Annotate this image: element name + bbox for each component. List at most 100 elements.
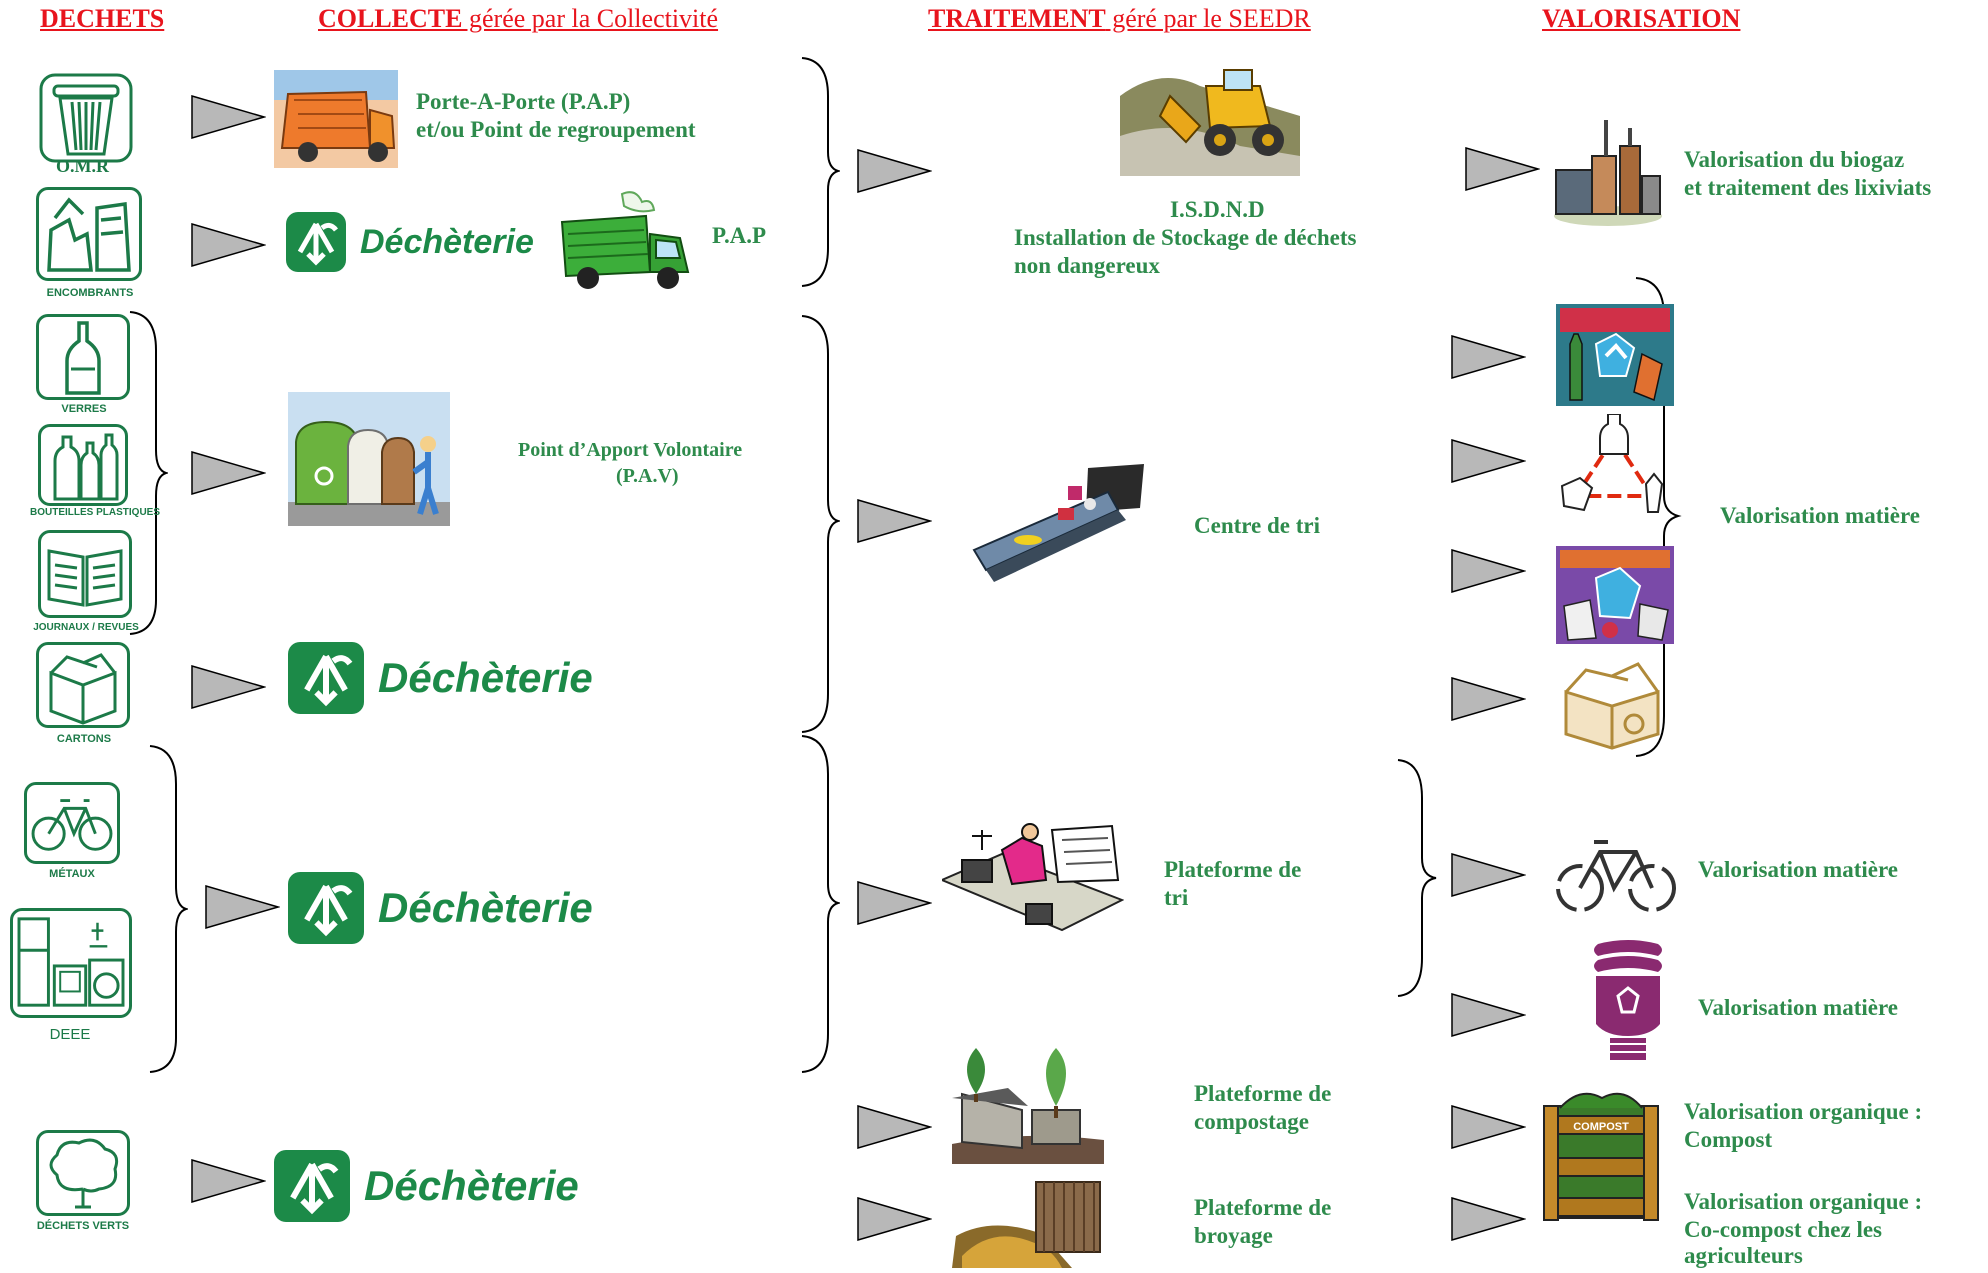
decheterie-logo-4: Déchèterie <box>274 1150 579 1222</box>
plateforme-tri-line2: tri <box>1164 885 1189 910</box>
arrow-metaux-deee <box>205 885 280 929</box>
bicycle-recycling-picture <box>1554 832 1678 916</box>
paper-recycling-picture <box>1556 546 1674 644</box>
biogaz-line1: Valorisation du biogaz <box>1684 147 1905 172</box>
bulky-waste-icon <box>36 187 142 281</box>
garbage-truck-picture <box>274 70 398 168</box>
pav-containers-picture <box>288 392 450 526</box>
sorting-platform-picture <box>939 820 1125 942</box>
isdnd-line2: non dangereux <box>1014 253 1160 278</box>
header-collecte-title: COLLECTE <box>318 4 463 33</box>
pap-label-line2: et/ou Point de regroupement <box>416 117 696 142</box>
shredding-platform-picture <box>952 1176 1104 1268</box>
arrow-dechets-verts <box>191 1159 266 1203</box>
journaux-label: JOURNAUX / REVUES <box>33 622 139 633</box>
biogas-plant-picture <box>1552 116 1664 228</box>
isdnd-line1: Installation de Stockage de déchets <box>1014 225 1357 250</box>
pap-label-line1: Porte-A-Porte (P.A.P) <box>416 89 631 114</box>
bouteilles-label: BOUTEILLES PLASTIQUES <box>30 507 161 518</box>
organique-line1-cocompost: Valorisation organique : <box>1684 1189 1923 1214</box>
newspaper-icon <box>38 530 132 618</box>
arrow-cartons <box>191 665 266 709</box>
arrow-verre-recyclage <box>1451 335 1526 379</box>
arrow-deee-recyclage <box>1451 993 1526 1037</box>
plateforme-tri-line1: Plateforme de <box>1164 857 1302 882</box>
isdnd-title: I.S.D.N.D <box>1170 197 1265 222</box>
compost-sign-text: COMPOST <box>1573 1121 1629 1133</box>
electronics-icon <box>10 908 132 1018</box>
arrow-centre-tri <box>857 499 932 543</box>
decheterie-text: Déchèterie <box>360 222 534 261</box>
decheterie-logo-1: Déchèterie <box>286 212 534 272</box>
omr-label: O.M.R <box>56 156 109 176</box>
pap-short-label: P.A.P <box>712 223 767 248</box>
compost-platform-picture <box>952 1048 1104 1164</box>
arrow-cocompost <box>1451 1197 1526 1241</box>
arrow-plastique-recyclage <box>1451 439 1526 483</box>
plastic-recycling-picture <box>1556 413 1674 516</box>
cardboard-box-icon <box>36 642 130 728</box>
valorisation-matiere-3: Valorisation matière <box>1698 995 1898 1020</box>
header-collecte: COLLECTE gérée par la Collectivité <box>318 4 718 34</box>
pav-label-line2: (P.A.V) <box>616 465 679 487</box>
decheterie-emblem <box>288 872 364 944</box>
broyage-line1: Plateforme de <box>1194 1195 1332 1220</box>
verres-label: VERRES <box>61 403 107 415</box>
organique-line1: Valorisation organique : <box>1684 1099 1923 1124</box>
glass-bottle-icon <box>36 314 130 400</box>
decheterie-emblem <box>286 212 346 272</box>
arrow-carton-recyclage <box>1451 677 1526 721</box>
brace-plateforme-tri-right <box>1397 759 1437 997</box>
cocompost-line2: agriculteurs <box>1684 1243 1803 1268</box>
pav-label-line1: Point d’Apport Volontaire <box>518 439 743 461</box>
valorisation-matiere-2: Valorisation matière <box>1698 857 1898 882</box>
compostage-line2: compostage <box>1194 1109 1309 1134</box>
brace-metaux-left <box>149 745 188 1073</box>
arrow-metal-recyclage <box>1451 853 1526 897</box>
brace-valorisation-matiere <box>1635 277 1682 757</box>
arrow-plateforme-tri <box>857 881 932 925</box>
arrow-omr <box>191 95 266 139</box>
decheterie-emblem <box>288 642 364 714</box>
biogaz-line2: et traitement des lixiviats <box>1684 175 1932 200</box>
compostage-line1: Plateforme de <box>1194 1081 1332 1106</box>
arrow-encombrants <box>191 223 266 267</box>
decheterie-text: Déchèterie <box>378 884 593 931</box>
decheterie-text: Déchèterie <box>364 1162 579 1209</box>
compost-bin-picture: COMPOST <box>1540 1086 1662 1222</box>
bicycle-icon <box>24 782 120 864</box>
valorisation-matiere-1: Valorisation matière <box>1720 503 1920 528</box>
brace-centre-tri <box>801 315 840 733</box>
arrow-pav <box>191 451 266 495</box>
encombrants-label: ENCOMBRANTS <box>46 287 134 299</box>
brace-isdnd <box>801 57 840 287</box>
arrow-isdnd <box>857 149 932 193</box>
header-traitement-sub: géré par le SEEDR <box>1105 4 1311 33</box>
glass-recycling-picture <box>1556 304 1674 406</box>
header-traitement-title: TRAITEMENT <box>928 4 1106 33</box>
arrow-broyage <box>857 1197 932 1241</box>
compost-label: Compost <box>1684 1127 1773 1152</box>
cocompost-line1: Co-compost chez les <box>1684 1217 1883 1242</box>
arrow-biogaz <box>1465 147 1540 191</box>
broyage-line2: broyage <box>1194 1223 1273 1248</box>
header-traitement: TRAITEMENT géré par le SEEDR <box>928 4 1311 34</box>
deee-label: DEEE <box>49 1026 91 1043</box>
sorting-conveyor-picture <box>968 462 1146 584</box>
cardboard-recycling-picture <box>1556 658 1668 750</box>
arrow-compostage <box>857 1105 932 1149</box>
arrow-compost <box>1451 1105 1526 1149</box>
landfill-bulldozer-picture <box>1120 56 1300 176</box>
energy-bulb-recycling-picture <box>1590 940 1666 1064</box>
decheterie-text: Déchèterie <box>378 654 593 701</box>
plastic-bottles-icon <box>38 424 128 506</box>
cartons-label: CARTONS <box>56 733 112 745</box>
metaux-label: MÉTAUX <box>49 868 95 880</box>
centre-tri-label: Centre de tri <box>1194 513 1321 538</box>
brace-plateforme-tri <box>801 735 840 1073</box>
green-truck-picture <box>558 188 694 292</box>
decheterie-logo-3: Déchèterie <box>288 872 593 944</box>
decheterie-emblem <box>274 1150 350 1222</box>
brace-pav-left <box>129 311 168 635</box>
header-dechets: DECHETS <box>40 4 165 33</box>
